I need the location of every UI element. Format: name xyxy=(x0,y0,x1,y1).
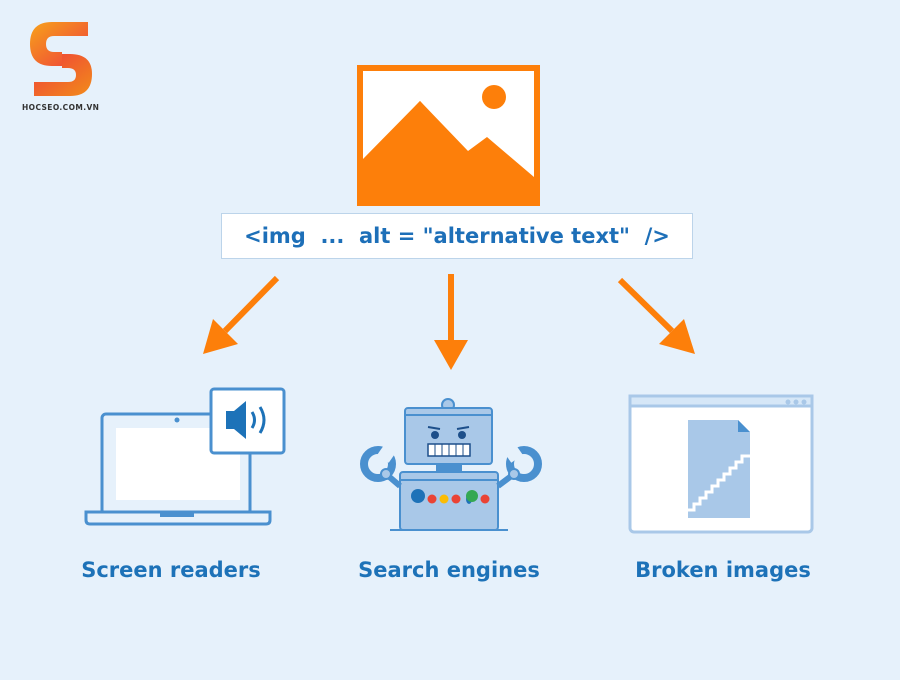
code-snippet: <img ... alt = "alternative text" /> xyxy=(244,224,670,248)
caption-search-engines: Search engines xyxy=(358,558,540,582)
robot-icon xyxy=(360,398,542,531)
arrow-left-icon xyxy=(203,275,280,354)
broken-image-window-icon xyxy=(628,394,814,534)
logo-text: HOCSEO.COM.VN xyxy=(22,103,100,112)
arrow-down-icon xyxy=(434,274,468,370)
laptop-speaker-icon xyxy=(84,387,286,526)
logo-icon xyxy=(30,22,92,96)
caption-screen-readers: Screen readers xyxy=(81,558,261,582)
caption-broken-images: Broken images xyxy=(635,558,811,582)
code-snippet-box: <img ... alt = "alternative text" /> xyxy=(221,213,693,259)
image-icon xyxy=(357,65,540,206)
arrow-right-icon xyxy=(617,277,695,354)
